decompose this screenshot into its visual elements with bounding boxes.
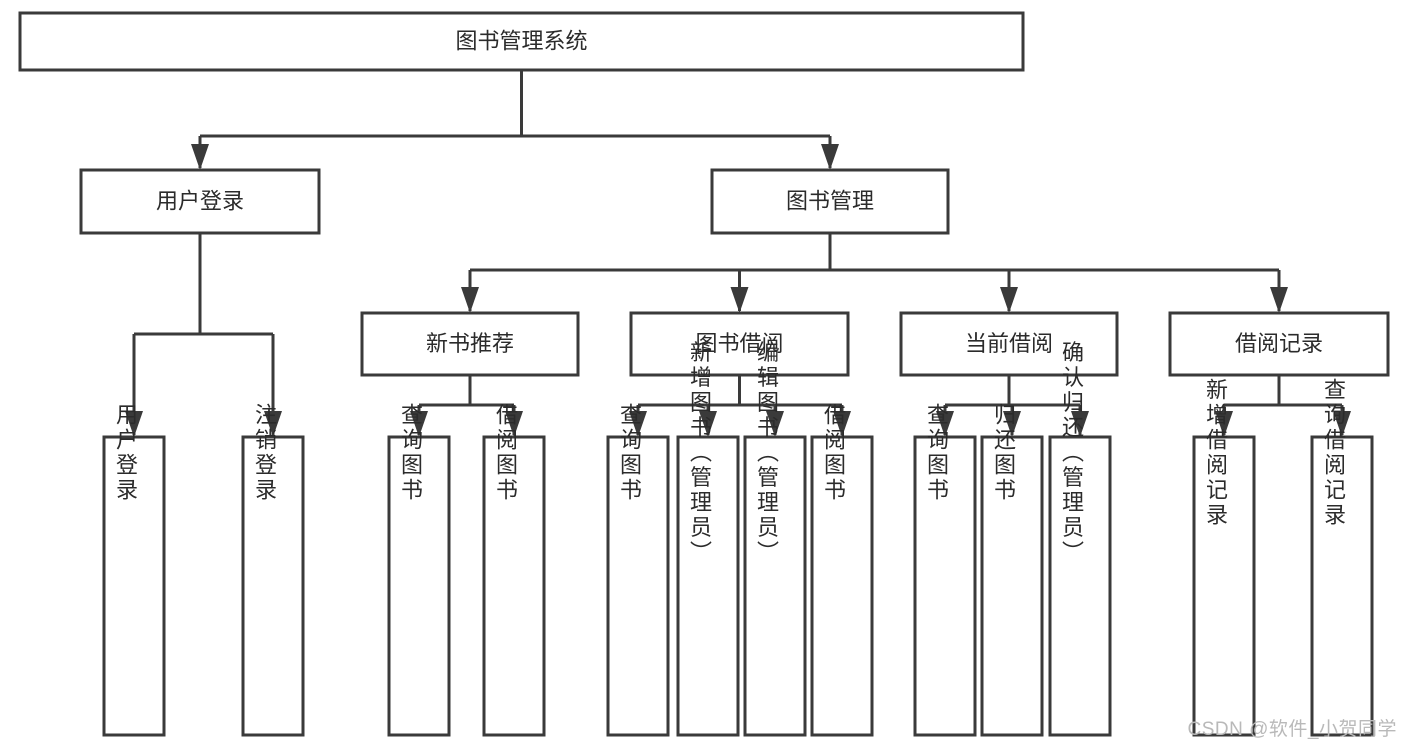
node-user-login[interactable]: 用户登录 xyxy=(79,168,321,235)
node-label-leaf-query-book-3: 查询图书 xyxy=(924,403,949,503)
node-leaf-logout[interactable]: 注销登录 xyxy=(241,403,305,737)
node-box-borrow-record xyxy=(1168,311,1390,377)
node-box-leaf-query-record xyxy=(1310,435,1374,737)
node-label-leaf-add-record: 新增借阅记录 xyxy=(1203,378,1228,528)
node-label-leaf-borrow-book-2: 借阅图书 xyxy=(821,403,846,503)
arrow-icon-leaf-query-book-1 xyxy=(410,411,428,437)
arrow-icon-leaf-logout xyxy=(264,411,282,437)
node-leaf-user-login[interactable]: 用户登录 xyxy=(102,403,166,737)
node-leaf-add-book[interactable]: 新增图书（管理员） xyxy=(676,341,740,737)
node-leaf-query-book-3[interactable]: 查询图书 xyxy=(913,403,977,737)
node-label-user-login: 用户登录 xyxy=(156,188,244,213)
arrow-icon-leaf-borrow-book-2 xyxy=(833,411,851,437)
arrow-icon-leaf-confirm-return xyxy=(1071,411,1089,437)
node-leaf-edit-book[interactable]: 编辑图书（管理员） xyxy=(743,341,807,737)
node-label-root: 图书管理系统 xyxy=(455,28,587,53)
arrow-icon-leaf-user-login xyxy=(125,411,143,437)
arrow-icon-leaf-add-book xyxy=(699,411,717,437)
node-label-leaf-query-record: 查询借阅记录 xyxy=(1321,378,1346,528)
arrow-icon-leaf-borrow-book-1 xyxy=(505,411,523,437)
node-new-book-recommend[interactable]: 新书推荐 xyxy=(360,311,580,377)
node-borrow-record[interactable]: 借阅记录 xyxy=(1168,311,1390,377)
arrow-icon-leaf-query-record xyxy=(1333,411,1351,437)
node-leaf-query-book-1[interactable]: 查询图书 xyxy=(387,403,451,737)
node-box-leaf-borrow-book-2 xyxy=(810,435,874,737)
node-label-leaf-edit-book: 编辑图书（管理员） xyxy=(754,341,779,566)
arrow-icon-leaf-edit-book xyxy=(766,411,784,437)
node-label-book-manage: 图书管理 xyxy=(786,188,874,213)
node-box-leaf-borrow-book-1 xyxy=(482,435,546,737)
node-box-leaf-confirm-return xyxy=(1048,435,1112,737)
node-leaf-query-record[interactable]: 查询借阅记录 xyxy=(1310,378,1374,737)
node-box-leaf-query-book-1 xyxy=(387,435,451,737)
arrow-icon-borrow-record xyxy=(1270,287,1288,313)
node-box-leaf-return-book xyxy=(980,435,1044,737)
node-box-current-borrow xyxy=(899,311,1119,377)
node-box-leaf-add-book xyxy=(676,435,740,737)
arrow-icon-leaf-return-book xyxy=(1003,411,1021,437)
node-leaf-borrow-book-1[interactable]: 借阅图书 xyxy=(482,403,546,737)
node-label-leaf-borrow-book-1: 借阅图书 xyxy=(493,403,518,503)
node-box-root xyxy=(18,11,1025,72)
node-box-leaf-query-book-3 xyxy=(913,435,977,737)
arrow-icon-leaf-add-record xyxy=(1215,411,1233,437)
arrow-icon-book-manage xyxy=(821,144,839,170)
arrow-icon-leaf-query-book-2 xyxy=(629,411,647,437)
node-box-new-book-recommend xyxy=(360,311,580,377)
node-root[interactable]: 图书管理系统 xyxy=(18,11,1025,72)
arrow-icon-user-login xyxy=(191,144,209,170)
node-label-leaf-query-book-1: 查询图书 xyxy=(398,403,423,503)
node-box-book-borrow xyxy=(629,311,850,377)
node-box-leaf-user-login xyxy=(102,435,166,737)
node-label-leaf-confirm-return: 确认归还（管理员） xyxy=(1059,341,1084,566)
node-label-borrow-record: 借阅记录 xyxy=(1235,331,1323,356)
node-box-user-login xyxy=(79,168,321,235)
node-box-book-manage xyxy=(710,168,950,235)
node-label-book-borrow: 图书借阅 xyxy=(695,331,783,356)
node-book-borrow[interactable]: 图书借阅 xyxy=(629,311,850,377)
csdn-watermark: CSDN @软件_小贺同学 xyxy=(1187,719,1397,740)
connector-layer xyxy=(125,70,1351,437)
node-leaf-borrow-book-2[interactable]: 借阅图书 xyxy=(810,403,874,737)
node-leaf-query-book-2[interactable]: 查询图书 xyxy=(606,403,670,737)
node-label-leaf-user-login: 用户登录 xyxy=(113,403,138,503)
node-box-leaf-edit-book xyxy=(743,435,807,737)
node-label-leaf-add-book: 新增图书（管理员） xyxy=(687,341,712,566)
node-current-borrow[interactable]: 当前借阅 xyxy=(899,311,1119,377)
arrow-icon-leaf-query-book-3 xyxy=(936,411,954,437)
arrow-icon-new-book-recommend xyxy=(461,287,479,313)
node-label-leaf-query-book-2: 查询图书 xyxy=(617,403,642,503)
node-label-leaf-logout: 注销登录 xyxy=(252,403,277,503)
node-box-leaf-query-book-2 xyxy=(606,435,670,737)
node-box-leaf-logout xyxy=(241,435,305,737)
node-leaf-confirm-return[interactable]: 确认归还（管理员） xyxy=(1048,341,1112,737)
node-label-leaf-return-book: 归还图书 xyxy=(991,403,1016,503)
arrow-icon-book-borrow xyxy=(730,287,749,313)
node-leaf-return-book[interactable]: 归还图书 xyxy=(980,403,1044,737)
node-box-leaf-add-record xyxy=(1192,435,1256,737)
node-leaf-add-record[interactable]: 新增借阅记录 xyxy=(1192,378,1256,737)
arrow-icon-current-borrow xyxy=(1000,287,1018,313)
node-layer: 图书管理系统用户登录图书管理新书推荐图书借阅当前借阅借阅记录用户登录注销登录查询… xyxy=(18,11,1390,737)
node-label-new-book-recommend: 新书推荐 xyxy=(426,331,514,356)
node-label-current-borrow: 当前借阅 xyxy=(965,331,1053,356)
node-book-manage[interactable]: 图书管理 xyxy=(710,168,950,235)
